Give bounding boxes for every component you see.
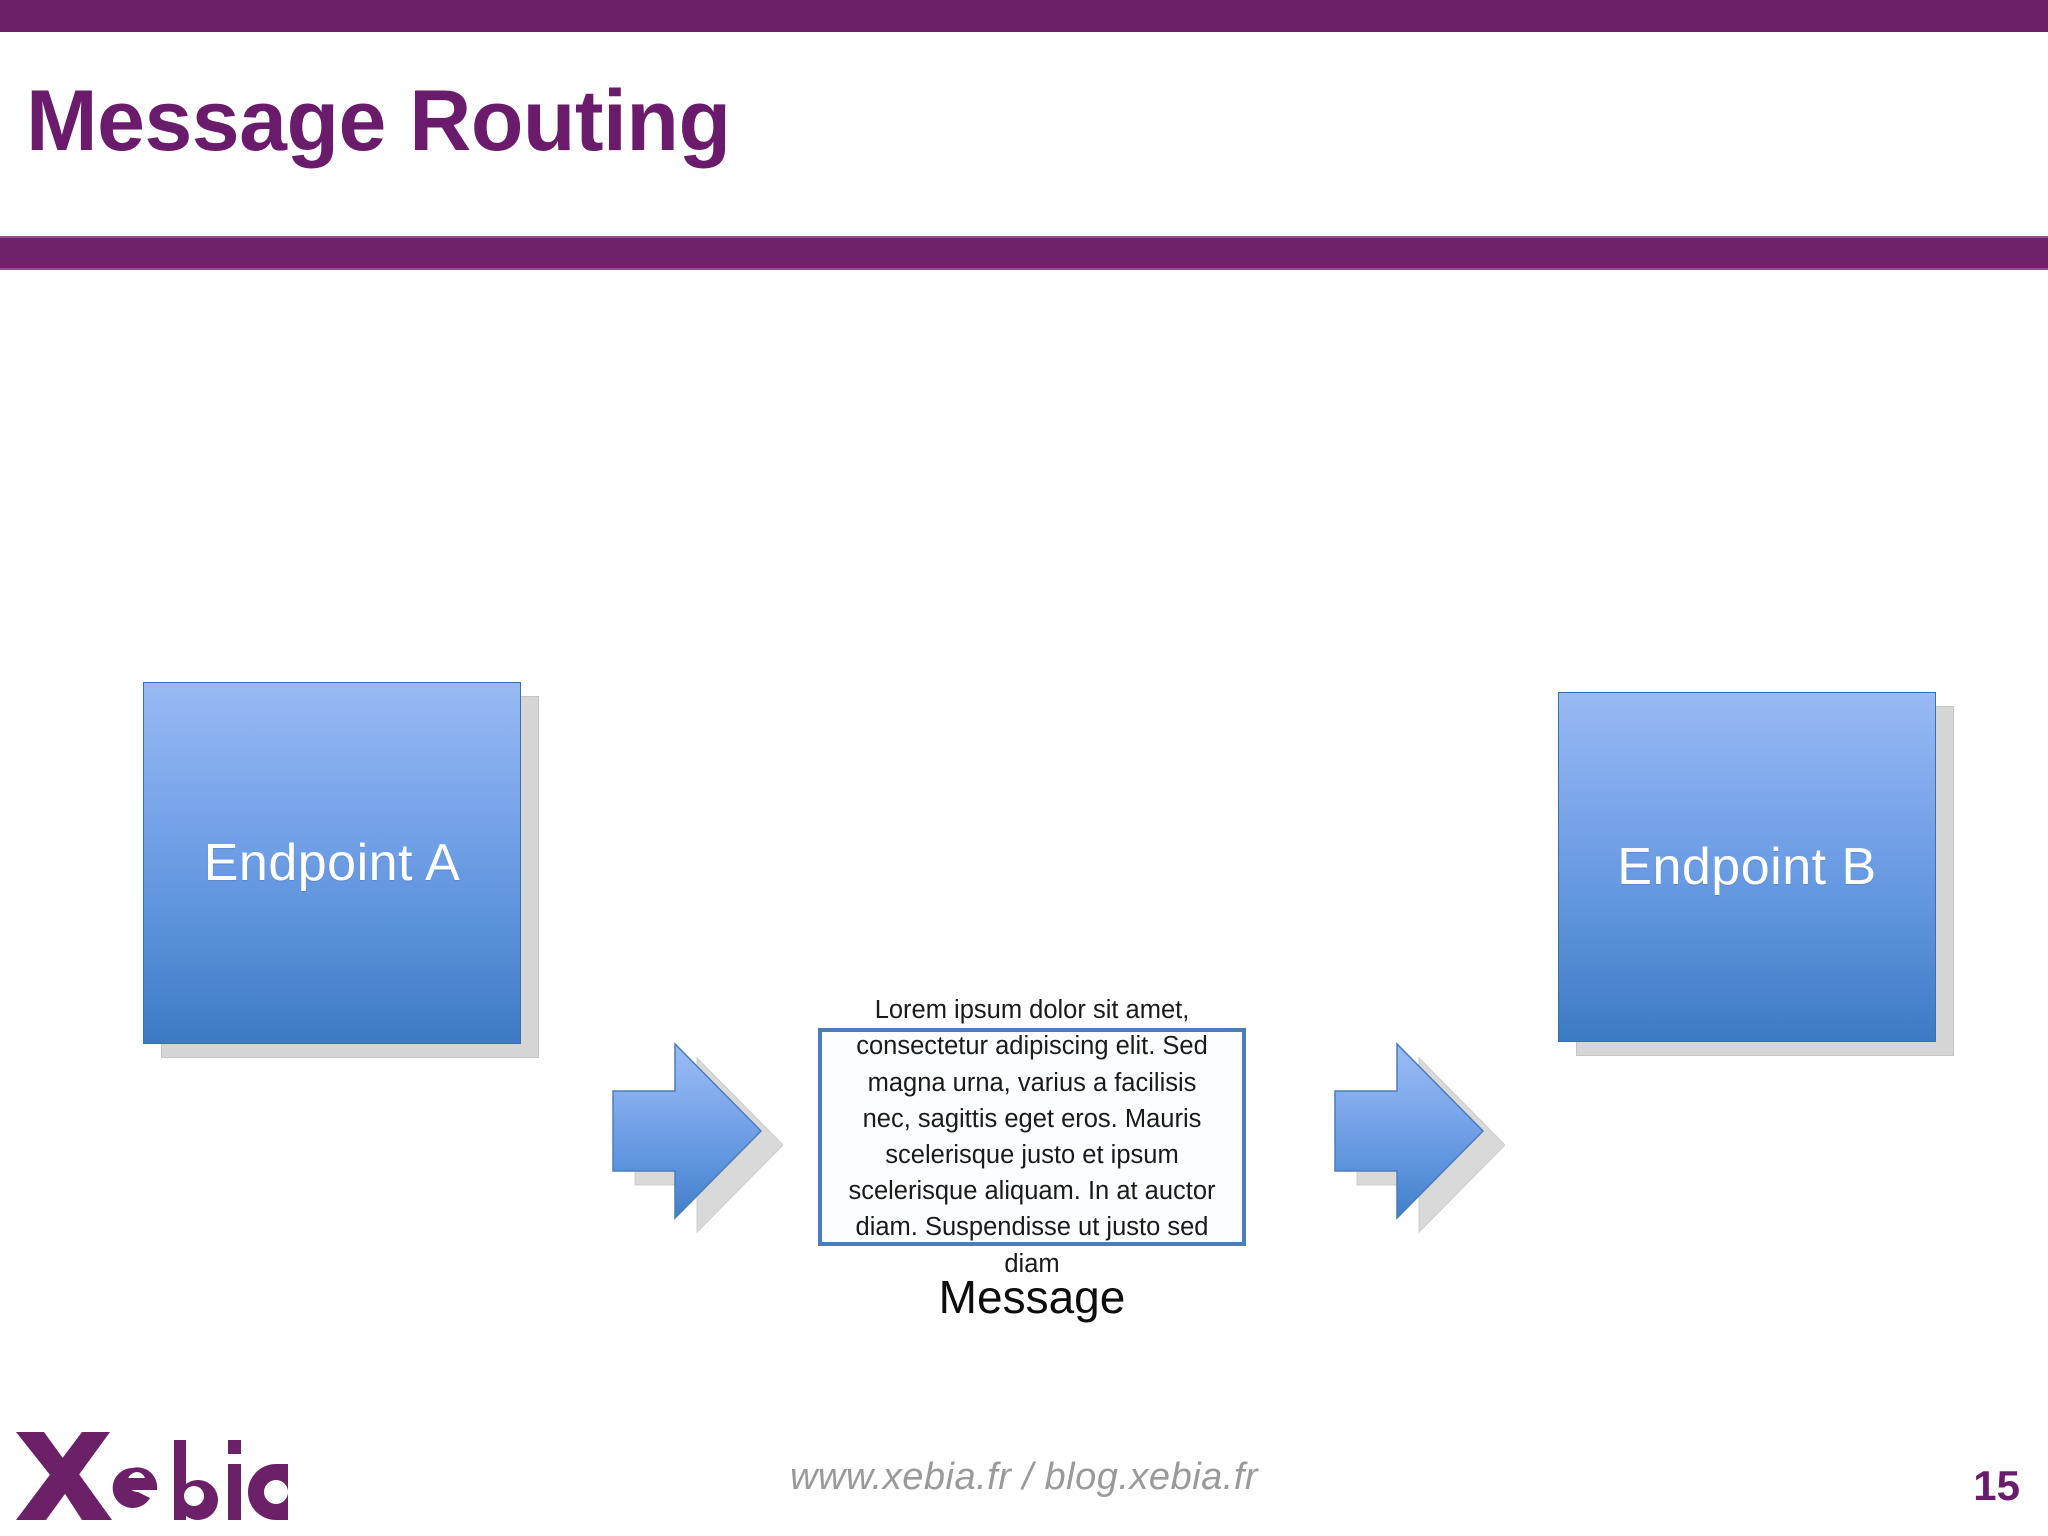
xebia-logo-icon [14, 1424, 314, 1524]
header-divider-bar [0, 236, 2048, 270]
endpoint-b-box[interactable]: Endpoint B [1558, 692, 1954, 1056]
message-caption-label: Message [938, 1271, 1126, 1323]
message-box[interactable]: Lorem ipsum dolor sit amet, consectetur … [818, 996, 1246, 1278]
slide-footer: www.xebia.fr / blog.xebia.fr 15 [0, 1400, 2048, 1536]
page-number: 15 [1973, 1462, 2020, 1509]
page-title: Message Routing [26, 73, 731, 169]
right-arrow-icon [1305, 1036, 1505, 1236]
endpoint-a-face: Endpoint A [143, 682, 521, 1044]
endpoint-a-box[interactable]: Endpoint A [143, 682, 539, 1058]
message-routing-diagram: Endpoint A Lo [0, 270, 2048, 1400]
endpoint-b-label: Endpoint B [1617, 838, 1877, 896]
endpoint-a-label: Endpoint A [203, 834, 461, 892]
endpoint-b-face: Endpoint B [1558, 692, 1936, 1042]
footer-url-text: www.xebia.fr / blog.xebia.fr [789, 1456, 1259, 1498]
message-body-text: Lorem ipsum dolor sit amet, consectetur … [848, 996, 1216, 1278]
header-top-bar [0, 0, 2048, 32]
right-arrow-icon [583, 1036, 783, 1236]
